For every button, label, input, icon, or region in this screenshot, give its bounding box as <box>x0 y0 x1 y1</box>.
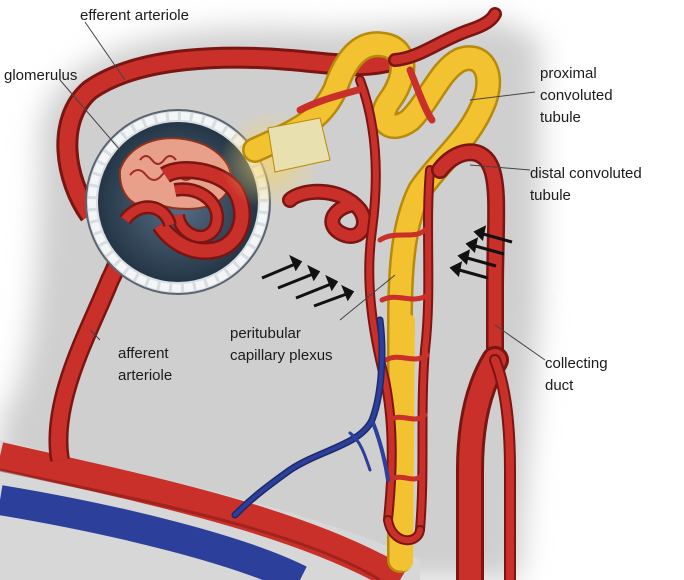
label-peritubular-1: peritubular <box>230 325 301 342</box>
label-peritubular-2: capillary plexus <box>230 347 333 364</box>
label-proximal-2: convoluted <box>540 87 613 104</box>
label-proximal-3: tubule <box>540 109 581 126</box>
label-glomerulus: glomerulus <box>4 67 77 84</box>
label-efferent-arteriole: efferent arteriole <box>80 7 189 24</box>
label-afferent-2: arteriole <box>118 367 172 384</box>
label-collecting-1: collecting <box>545 355 608 372</box>
label-proximal-1: proximal <box>540 65 597 82</box>
label-collecting-2: duct <box>545 377 574 394</box>
label-distal-1: distal convoluted <box>530 165 642 182</box>
label-distal-2: tubule <box>530 187 571 204</box>
label-afferent-1: afferent <box>118 345 169 362</box>
